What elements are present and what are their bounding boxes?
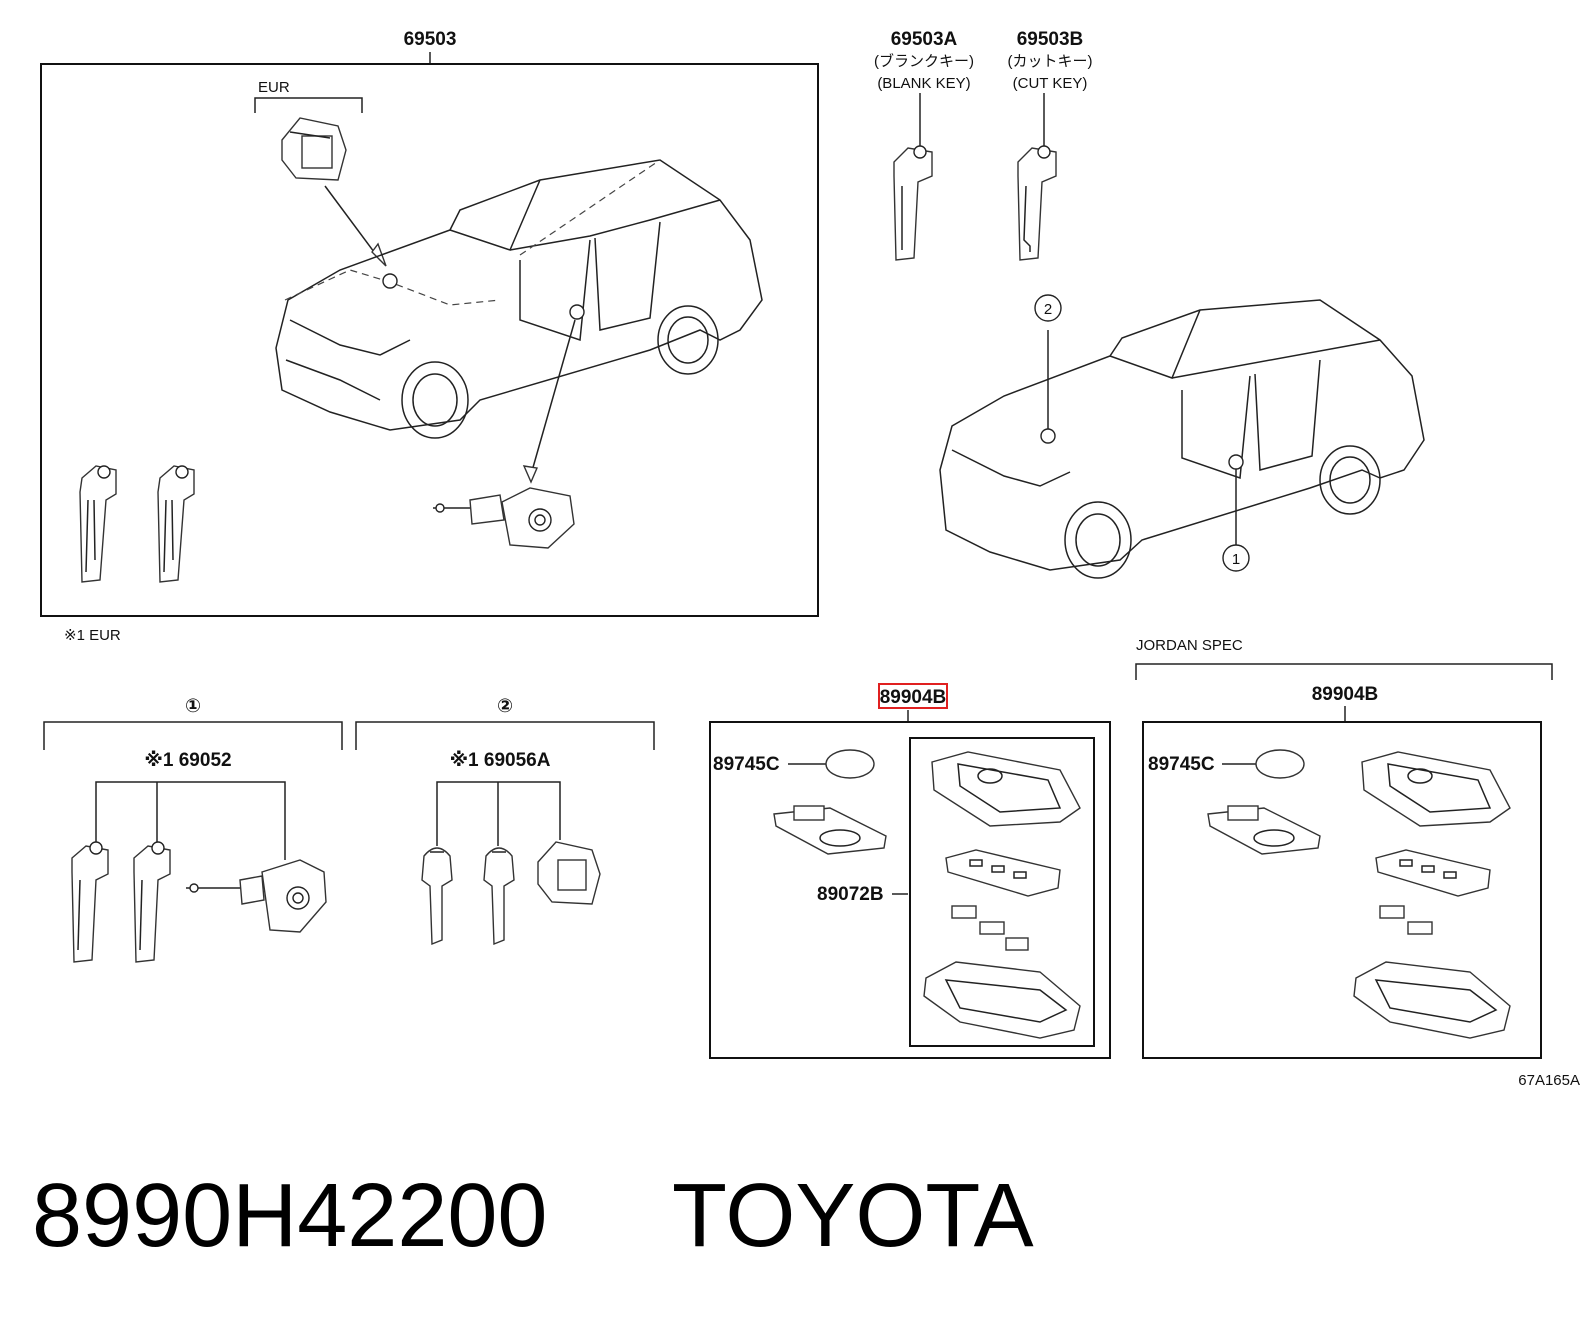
cut-key-group: 69503B (カットキー) (CUT KEY) xyxy=(1008,29,1093,261)
svg-text:1: 1 xyxy=(1232,551,1240,568)
fob-jordan-bottom-case[interactable] xyxy=(1353,961,1511,1039)
fob-jordan-buttons[interactable] xyxy=(1379,905,1433,935)
assembly-69503-label[interactable]: 69503 xyxy=(404,29,457,50)
battery-part-number[interactable]: 89745C xyxy=(713,754,780,775)
callout-2-vehicle: 2 xyxy=(1034,294,1062,322)
group-2-lock-cylinder[interactable] xyxy=(537,841,601,905)
battery-jordan-coin-cell[interactable] xyxy=(1255,749,1305,779)
cut-key[interactable] xyxy=(1017,145,1057,261)
eur-lock-cylinder[interactable] xyxy=(281,117,347,181)
group-2-key-2[interactable] xyxy=(483,847,515,946)
fob-jordan-circuit-board[interactable] xyxy=(1375,849,1491,897)
fob-assembly-jordan-box xyxy=(1142,721,1542,1059)
fob-circuit-board[interactable] xyxy=(945,849,1061,897)
cut-key-jp-label: (カットキー) xyxy=(1008,53,1093,70)
transmitter-part-number[interactable]: 89072B xyxy=(817,884,884,905)
group-1-callout: ① xyxy=(185,696,201,717)
caption-part-number: 8990H42200 xyxy=(32,1166,547,1266)
vehicle-illustration-1 xyxy=(275,159,763,439)
group-2-callout: ② xyxy=(497,696,513,717)
fob-assembly-part-number[interactable]: 89904B xyxy=(880,687,947,708)
key-2[interactable] xyxy=(157,465,195,583)
svg-text:2: 2 xyxy=(1044,301,1052,318)
battery-jordan-part-number[interactable]: 89745C xyxy=(1148,754,1215,775)
blank-key-part-number[interactable]: 69503A xyxy=(891,29,958,50)
assembly-69503-box xyxy=(40,63,819,617)
highlight-box xyxy=(878,683,948,709)
blank-key-en-label: (BLANK KEY) xyxy=(877,75,970,92)
key-1[interactable] xyxy=(79,465,117,583)
fob-jordan-top-cover[interactable] xyxy=(1361,751,1511,827)
door-lock-cylinder[interactable] xyxy=(433,487,575,549)
group-1-key-2[interactable] xyxy=(133,841,171,963)
note-eur: ※1 EUR xyxy=(64,627,121,644)
fob-assembly-jordan-part-number[interactable]: 89904B xyxy=(1312,684,1379,705)
battery-coin-cell[interactable] xyxy=(825,749,875,779)
diagram-code: 67A165A xyxy=(1518,1072,1580,1089)
blank-key[interactable] xyxy=(893,145,933,261)
fob-assembly-box xyxy=(709,721,1111,1059)
callout-1-vehicle: 1 xyxy=(1222,544,1250,572)
cut-key-part-number[interactable]: 69503B xyxy=(1017,29,1084,50)
cut-key-en-label: (CUT KEY) xyxy=(1013,75,1088,92)
group-1-lock-cylinder[interactable] xyxy=(186,859,327,933)
caption-brand: TOYOTA xyxy=(672,1166,1034,1266)
blank-key-group: 69503A (ブランクキー) (BLANK KEY) xyxy=(874,29,974,261)
eur-label: EUR xyxy=(258,79,290,96)
fob-top-cover[interactable] xyxy=(931,751,1081,827)
blank-key-jp-label: (ブランクキー) xyxy=(874,52,974,70)
group-1-part-number[interactable]: ※1 69052 xyxy=(144,750,231,771)
jordan-spec-label: JORDAN SPEC xyxy=(1136,637,1243,654)
transmitter-box xyxy=(909,737,1095,1047)
fob-jordan-battery-holder[interactable] xyxy=(1207,805,1321,855)
fob-assembly-jordan: JORDAN SPEC 89904B 89745C xyxy=(1135,637,1553,1059)
fob-bottom-case[interactable] xyxy=(923,961,1081,1039)
group-2: ② ※1 69056A xyxy=(355,696,655,946)
vehicle-illustration-2 xyxy=(939,299,1425,579)
group-1: ① ※1 69052 xyxy=(43,696,343,963)
group-2-key-1[interactable] xyxy=(421,847,453,946)
group-1-bracket xyxy=(43,721,343,750)
group-1-key-1[interactable] xyxy=(71,841,109,963)
group-2-bracket xyxy=(355,721,655,750)
jordan-spec-bracket xyxy=(1135,663,1553,680)
assembly-69503: 69503 EUR xyxy=(40,29,819,617)
fob-buttons[interactable] xyxy=(951,905,1029,951)
eur-bracket xyxy=(254,97,363,113)
fob-assembly-highlighted: 89904B 89745C 89072B xyxy=(709,683,1111,1059)
fob-battery-holder[interactable] xyxy=(773,805,887,855)
group-2-part-number[interactable]: ※1 69056A xyxy=(450,750,551,771)
